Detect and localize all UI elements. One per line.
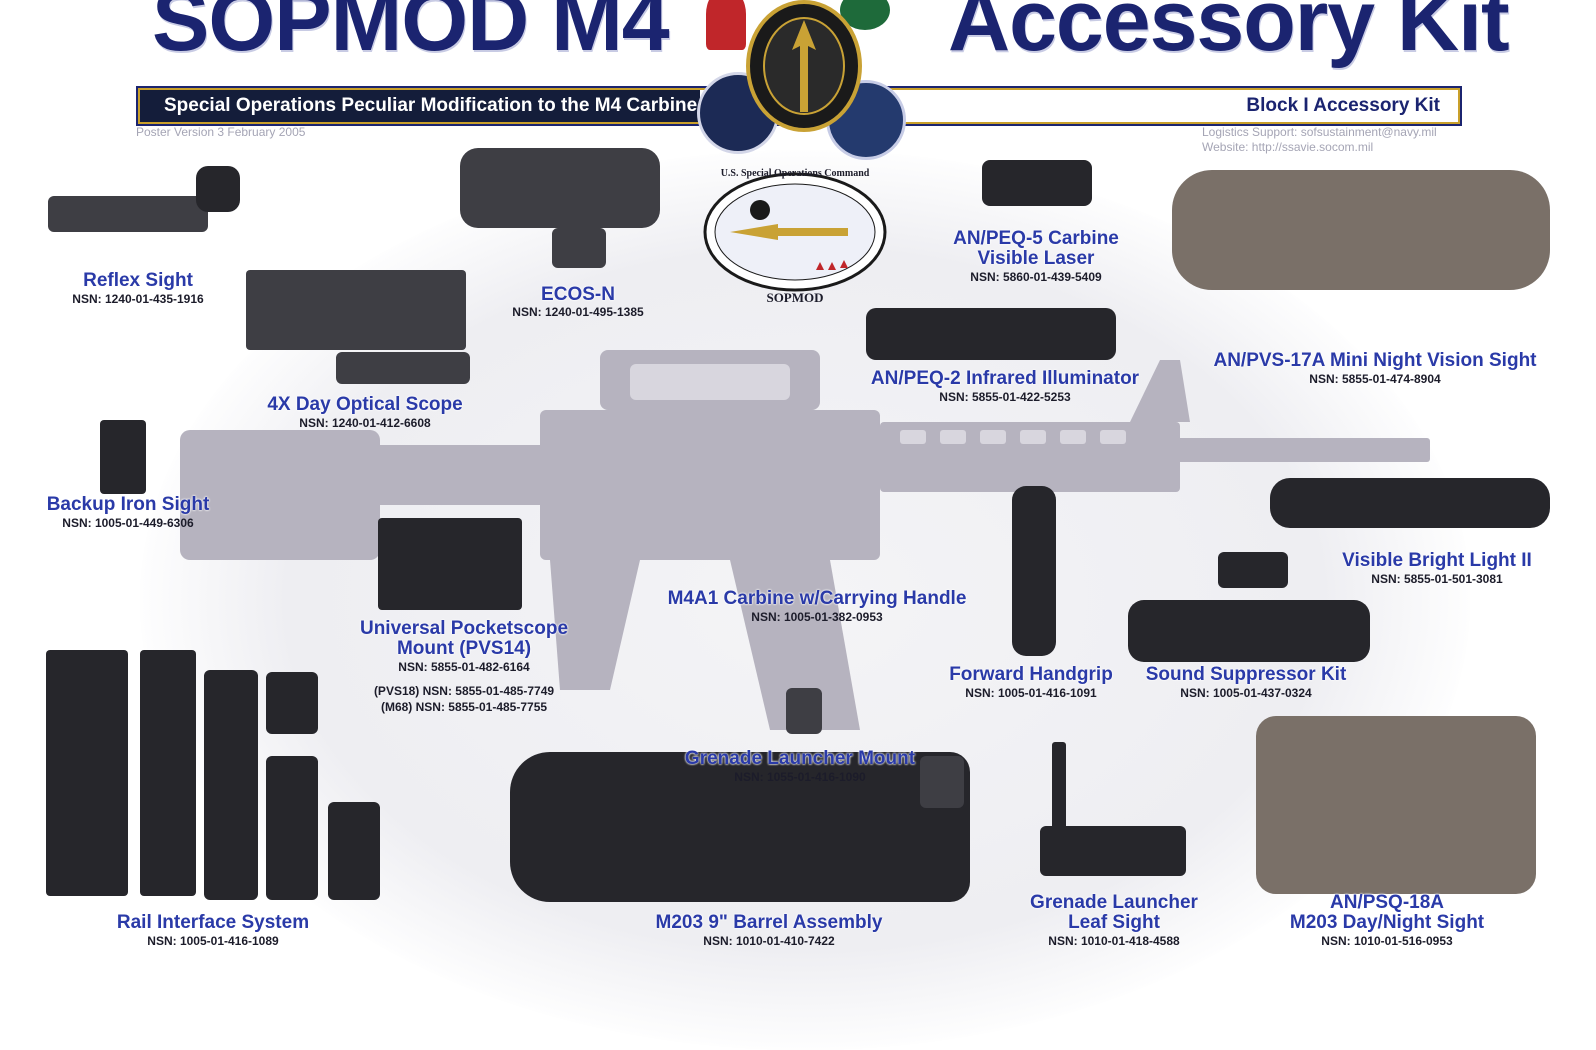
leaf-sight-nsn: NSN: 1010-01-418-4588 <box>1048 934 1180 948</box>
an-psq-18a-image <box>1256 716 1536 894</box>
rail-cover-short-2 <box>266 756 318 900</box>
leaf-sight-label: Grenade Launcher <box>1030 892 1198 913</box>
backup-iron-sight-image <box>100 420 146 494</box>
an-peq-2-label: AN/PEQ-2 Infrared Illuminator <box>870 368 1140 389</box>
ecos-n-image <box>460 148 660 228</box>
backup-iron-sight-nsn: NSN: 1005-01-449-6306 <box>62 516 194 530</box>
an-psq-18a-label: AN/PSQ-18A <box>1329 892 1445 913</box>
website: Website: http://ssavie.socom.mil <box>1202 140 1374 154</box>
pocketscope-nsn-pvs18: (PVS18) NSN: 5855-01-485-7749 <box>373 684 555 698</box>
an-pvs-17a-label: AN/PVS-17A Mini Night Vision Sight <box>1213 350 1537 371</box>
poster-version: Poster Version 3 February 2005 <box>136 125 306 139</box>
pocketscope-nsn: NSN: 5855-01-482-6164 <box>398 660 530 674</box>
an-peq-2-nsn: NSN: 5855-01-422-5253 <box>939 390 1071 404</box>
an-pvs-17a-image <box>1172 170 1550 290</box>
visible-bright-light-image <box>1270 478 1550 528</box>
pocketscope-label-2: Mount (PVS14) <box>396 638 532 659</box>
sopmod-logo <box>703 172 887 292</box>
title-left: SOPMOD M4 <box>152 0 670 69</box>
banner-left-text: Special Operations Peculiar Modification… <box>140 90 700 122</box>
forward-handgrip-label: Forward Handgrip <box>949 664 1113 685</box>
m203-barrel-image <box>510 752 970 902</box>
pocketscope-mount-image <box>378 518 522 610</box>
m4a1-label: M4A1 Carbine w/Carrying Handle <box>667 588 967 609</box>
rail-cover-long <box>204 670 258 900</box>
an-pvs-17a-nsn: NSN: 5855-01-474-8904 <box>1309 372 1441 386</box>
m4a1-carbine-image <box>180 350 1430 730</box>
m203-barrel-nsn: NSN: 1010-01-410-7422 <box>703 934 835 948</box>
visible-bright-light-label: Visible Bright Light II <box>1342 550 1532 571</box>
reflex-sight-image <box>48 196 208 232</box>
visible-bright-light-nsn: NSN: 5855-01-501-3081 <box>1371 572 1503 586</box>
m203-barrel-label: M203 9" Barrel Assembly <box>655 912 883 933</box>
m203-leaf-sight-small <box>920 756 964 808</box>
seal-command-text: U.S. Special Operations Command <box>720 168 870 179</box>
an-psq-18a-label-2: M203 Day/Night Sight <box>1289 912 1485 933</box>
an-psq-18a-nsn: NSN: 1010-01-516-0953 <box>1321 934 1453 948</box>
reflex-sight-nsn: NSN: 1240-01-435-1916 <box>72 292 204 306</box>
rail-interface-label: Rail Interface System <box>116 912 310 933</box>
sound-suppressor-label: Sound Suppressor Kit <box>1145 664 1347 685</box>
backup-iron-sight-label: Backup Iron Sight <box>46 494 210 515</box>
rail-interface-nsn: NSN: 1005-01-416-1089 <box>147 934 279 948</box>
title-right: Accessory Kit <box>948 0 1510 69</box>
4x-scope-nsn: NSN: 1240-01-412-6608 <box>299 416 431 430</box>
banner-right-text: Block I Accessory Kit <box>1246 95 1440 116</box>
ecos-n-mount <box>552 228 606 268</box>
grenade-launcher-mount-label: Grenade Launcher Mount <box>684 748 916 769</box>
an-peq-5-image <box>982 160 1092 206</box>
4x-scope-image <box>246 270 466 350</box>
ecos-n-nsn: NSN: 1240-01-495-1385 <box>512 305 644 319</box>
grenade-launcher-mount-nsn: NSN: 1055-01-416-1090 <box>734 770 866 784</box>
4x-scope-mount <box>336 352 470 384</box>
rail-cover-short-3 <box>328 802 380 900</box>
grenade-launcher-mount-image <box>786 688 822 734</box>
sound-suppressor-nsn: NSN: 1005-01-437-0324 <box>1180 686 1312 700</box>
logistics-support: Logistics Support: sofsustainment@navy.m… <box>1202 125 1437 139</box>
red-arrowhead-emblem <box>706 0 746 50</box>
pocketscope-nsn-m68: (M68) NSN: 5855-01-485-7755 <box>380 700 548 714</box>
an-peq-5-label: AN/PEQ-5 Carbine <box>953 228 1119 249</box>
seal-sopmod-text: SOPMOD <box>766 290 824 305</box>
socom-seal <box>746 0 862 132</box>
an-peq-5-label-2: Visible Laser <box>977 248 1095 269</box>
4x-scope-label: 4X Day Optical Scope <box>267 394 463 415</box>
rail-interface-long-1 <box>46 650 128 896</box>
an-peq-5-nsn: NSN: 5860-01-439-5409 <box>970 270 1102 284</box>
forward-handgrip-image <box>1012 486 1056 656</box>
m4a1-nsn: NSN: 1005-01-382-0953 <box>751 610 883 624</box>
rail-cover-short-1 <box>266 672 318 734</box>
leaf-sight-blade <box>1052 742 1066 838</box>
pocketscope-label: Universal Pocketscope <box>359 618 569 639</box>
sound-suppressor-image <box>1128 600 1370 662</box>
reflex-sight-label: Reflex Sight <box>83 270 193 291</box>
suppressor-adapter-image <box>1218 552 1288 588</box>
ecos-n-label: ECOS-N <box>541 284 615 305</box>
leaf-sight-label-2: Leaf Sight <box>1068 912 1160 933</box>
reflex-sight-lens <box>196 166 240 212</box>
rail-interface-long-2 <box>140 650 196 896</box>
an-peq-2-image <box>866 308 1116 360</box>
forward-handgrip-nsn: NSN: 1005-01-416-1091 <box>965 686 1097 700</box>
